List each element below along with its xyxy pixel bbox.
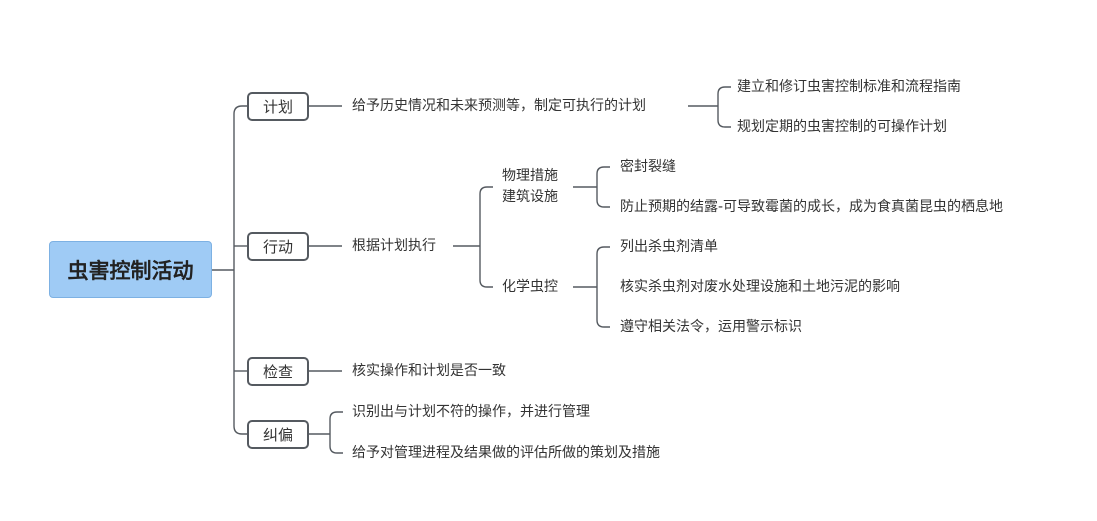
connector-chemical-items bbox=[573, 246, 610, 328]
physical-item-2[interactable]: 防止预期的结露-可导致霉菌的成长，成为食真菌昆虫的栖息地 bbox=[620, 199, 1004, 215]
check-detail[interactable]: 核实操作和计划是否一致 bbox=[352, 363, 506, 379]
branch-correct[interactable]: 纠偏 bbox=[247, 420, 309, 449]
plan-item-1[interactable]: 建立和修订虫害控制标准和流程指南 bbox=[737, 79, 961, 95]
physical-group-line1[interactable]: 物理措施 bbox=[502, 168, 558, 184]
plan-item-2[interactable]: 规划定期的虫害控制的可操作计划 bbox=[737, 119, 947, 135]
branch-action[interactable]: 行动 bbox=[247, 232, 309, 261]
connector-physical-items bbox=[573, 166, 610, 208]
chemical-item-2[interactable]: 核实杀虫剂对废水处理设施和土地污泥的影响 bbox=[620, 279, 900, 295]
branch-check-label: 检查 bbox=[262, 363, 293, 381]
correct-item-1[interactable]: 识别出与计划不符的操作，并进行管理 bbox=[352, 404, 590, 420]
branch-action-label: 行动 bbox=[262, 238, 293, 256]
plan-detail[interactable]: 给予历史情况和未来预测等，制定可执行的计划 bbox=[352, 98, 646, 114]
physical-group-line2[interactable]: 建筑设施 bbox=[502, 189, 558, 205]
correct-item-2[interactable]: 给予对管理进程及结果做的评估所做的策划及措施 bbox=[352, 445, 660, 461]
action-detail[interactable]: 根据计划执行 bbox=[352, 238, 436, 254]
branch-plan[interactable]: 计划 bbox=[247, 92, 309, 121]
connector-spine bbox=[233, 105, 247, 435]
chemical-item-1[interactable]: 列出杀虫剂清单 bbox=[620, 239, 718, 255]
chemical-group-label[interactable]: 化学虫控 bbox=[502, 279, 558, 295]
branch-check[interactable]: 检查 bbox=[247, 357, 309, 386]
connector-correct-items bbox=[309, 411, 343, 454]
root-label: 虫害控制活动 bbox=[67, 258, 194, 283]
connector-plan-items bbox=[688, 86, 731, 128]
root-node[interactable]: 虫害控制活动 bbox=[49, 241, 212, 298]
branch-correct-label: 纠偏 bbox=[262, 426, 293, 444]
connector-action-groups bbox=[453, 186, 493, 288]
branch-plan-label: 计划 bbox=[262, 98, 293, 116]
physical-item-1[interactable]: 密封裂缝 bbox=[620, 159, 676, 175]
chemical-item-3[interactable]: 遵守相关法令，运用警示标识 bbox=[620, 319, 802, 335]
